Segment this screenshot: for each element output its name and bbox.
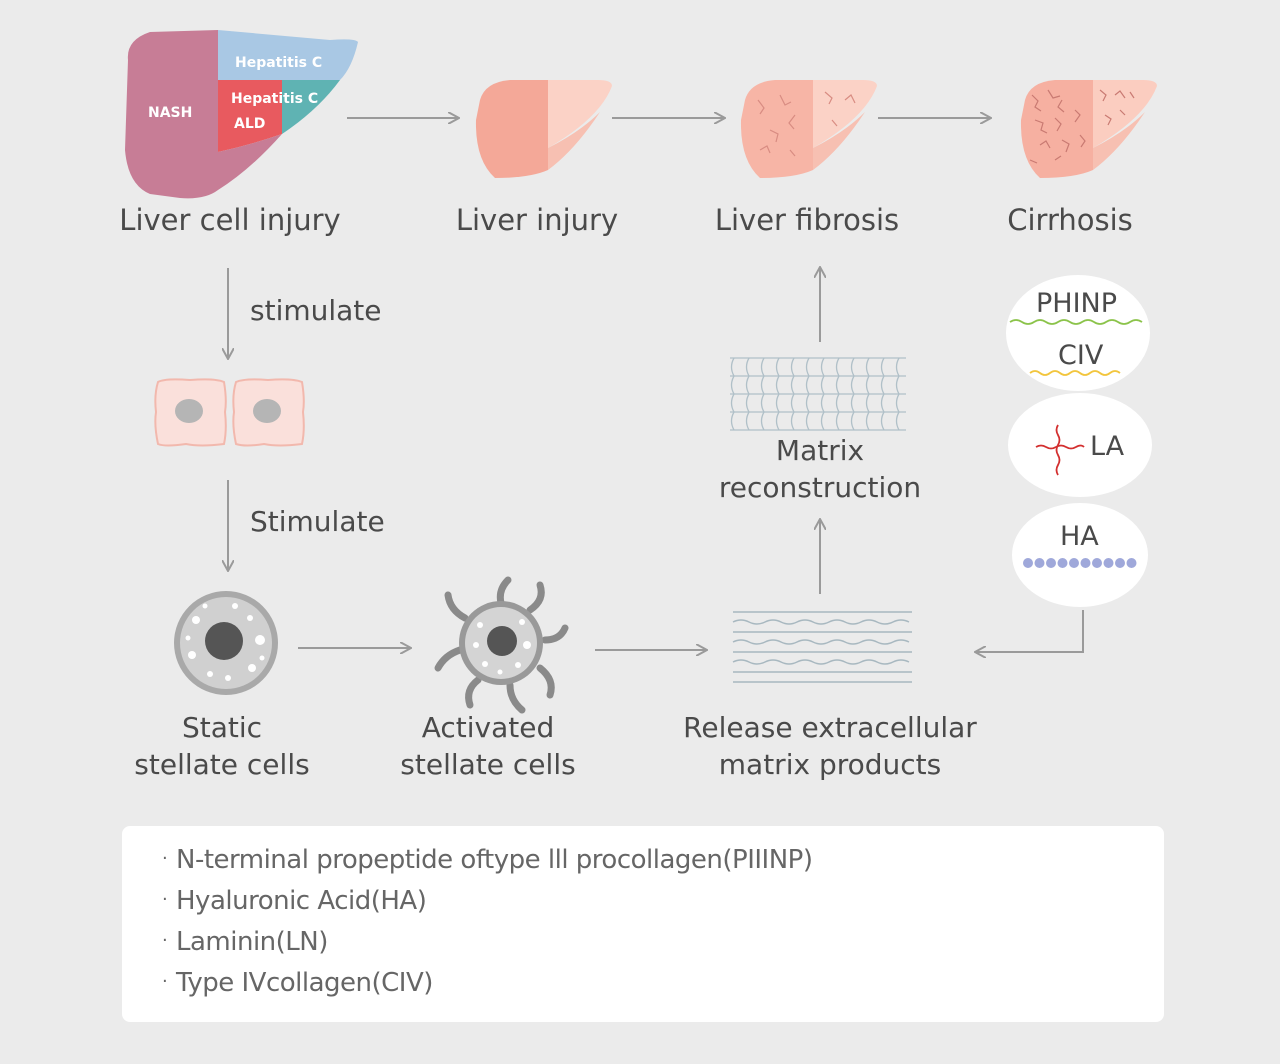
ha-bead [1115, 558, 1125, 568]
nash-label: NASH [148, 105, 192, 121]
info-list-item: ·N-terminal propeptide oftype lll procol… [162, 840, 813, 881]
marker-phinp-civ: PHINP CIV [1006, 275, 1150, 391]
marker-phinp-label: PHINP [1036, 288, 1117, 319]
ha-bead [1046, 558, 1056, 568]
activated-cells-label-line2: stellate cells [400, 748, 576, 781]
info-list-item: ·Laminin(LN) [162, 922, 813, 963]
activated-stellate-cell-icon [434, 576, 569, 714]
reconstruction-label-line2: reconstruction [718, 471, 922, 504]
marker-info-list: ·N-terminal propeptide oftype lll procol… [162, 840, 813, 1004]
marker-info-box: ·N-terminal propeptide oftype lll procol… [122, 826, 1164, 1022]
bullet-icon: · [162, 930, 168, 951]
activated-cells-label-line1: Activated [421, 711, 555, 744]
ha-bead [1092, 558, 1102, 568]
hyaluronic-acid-icon [1023, 558, 1137, 568]
hepatocyte-cells-icon [154, 378, 305, 447]
static-cells-label-line1: Static [181, 711, 263, 744]
liver-segment-lower-nash [218, 134, 282, 190]
laminin-icon [1035, 424, 1085, 476]
info-list-item: ·Type IVcollagen(CIV) [162, 963, 813, 1004]
segmented-liver-icon: NASH Hepatitis C Hepatitis C ALD [125, 30, 358, 199]
stage-label-liver-injury: Liver injury [455, 203, 619, 237]
liver-segment-hepatitis-c-mid [218, 80, 282, 152]
reconstruction-label-line1: Matrix [775, 434, 865, 467]
ha-bead [1126, 558, 1137, 568]
static-cells-label-line2: stellate cells [134, 748, 310, 781]
bullet-icon: · [162, 848, 168, 869]
liver-fibrosis-icon [740, 80, 877, 178]
ha-bead [1034, 558, 1045, 568]
arrow-markers-to-release [976, 610, 1084, 652]
stage-label-cirrhosis: Cirrhosis [1007, 203, 1133, 237]
hepatitis-c-mid-label: Hepatitis C [231, 91, 318, 107]
matrix-reconstruction-icon [730, 357, 906, 431]
release-label-line2: matrix products [718, 748, 942, 781]
bullet-icon: · [162, 971, 168, 992]
ha-bead [1080, 558, 1091, 568]
info-list-item: ·Hyaluronic Acid(HA) [162, 881, 813, 922]
ha-bead [1057, 558, 1068, 568]
release-label-line1: Release extracellular [683, 711, 977, 744]
marker-ha: HA [1012, 503, 1148, 607]
ha-bead [1069, 558, 1079, 568]
marker-civ-label: CIV [1058, 340, 1104, 371]
stage-label-liver-fibrosis: Liver fibrosis [714, 203, 900, 237]
ha-bead [1023, 558, 1033, 568]
liver-segment-ald-teal [282, 80, 340, 134]
stage-label-liver-cell-injury: Liver cell injury [119, 203, 341, 237]
ha-bead [1103, 558, 1114, 568]
marker-ha-label: HA [1060, 521, 1099, 552]
marker-la-label: LA [1090, 431, 1125, 462]
liver-segment-hepatitis-c-top [218, 30, 358, 80]
liver-segment-nash [125, 30, 218, 199]
stimulate-label-1: stimulate [250, 294, 382, 327]
extracellular-matrix-icon [732, 611, 912, 683]
ald-label: ALD [234, 116, 265, 132]
stimulate-label-2: Stimulate [250, 505, 385, 538]
liver-injury-icon [475, 80, 612, 178]
bullet-icon: · [162, 889, 168, 910]
marker-la: LA [1008, 393, 1152, 497]
cirrhosis-liver-icon [1020, 80, 1157, 178]
hepatitis-c-top-label: Hepatitis C [235, 55, 322, 71]
static-stellate-cell-icon [174, 591, 278, 695]
